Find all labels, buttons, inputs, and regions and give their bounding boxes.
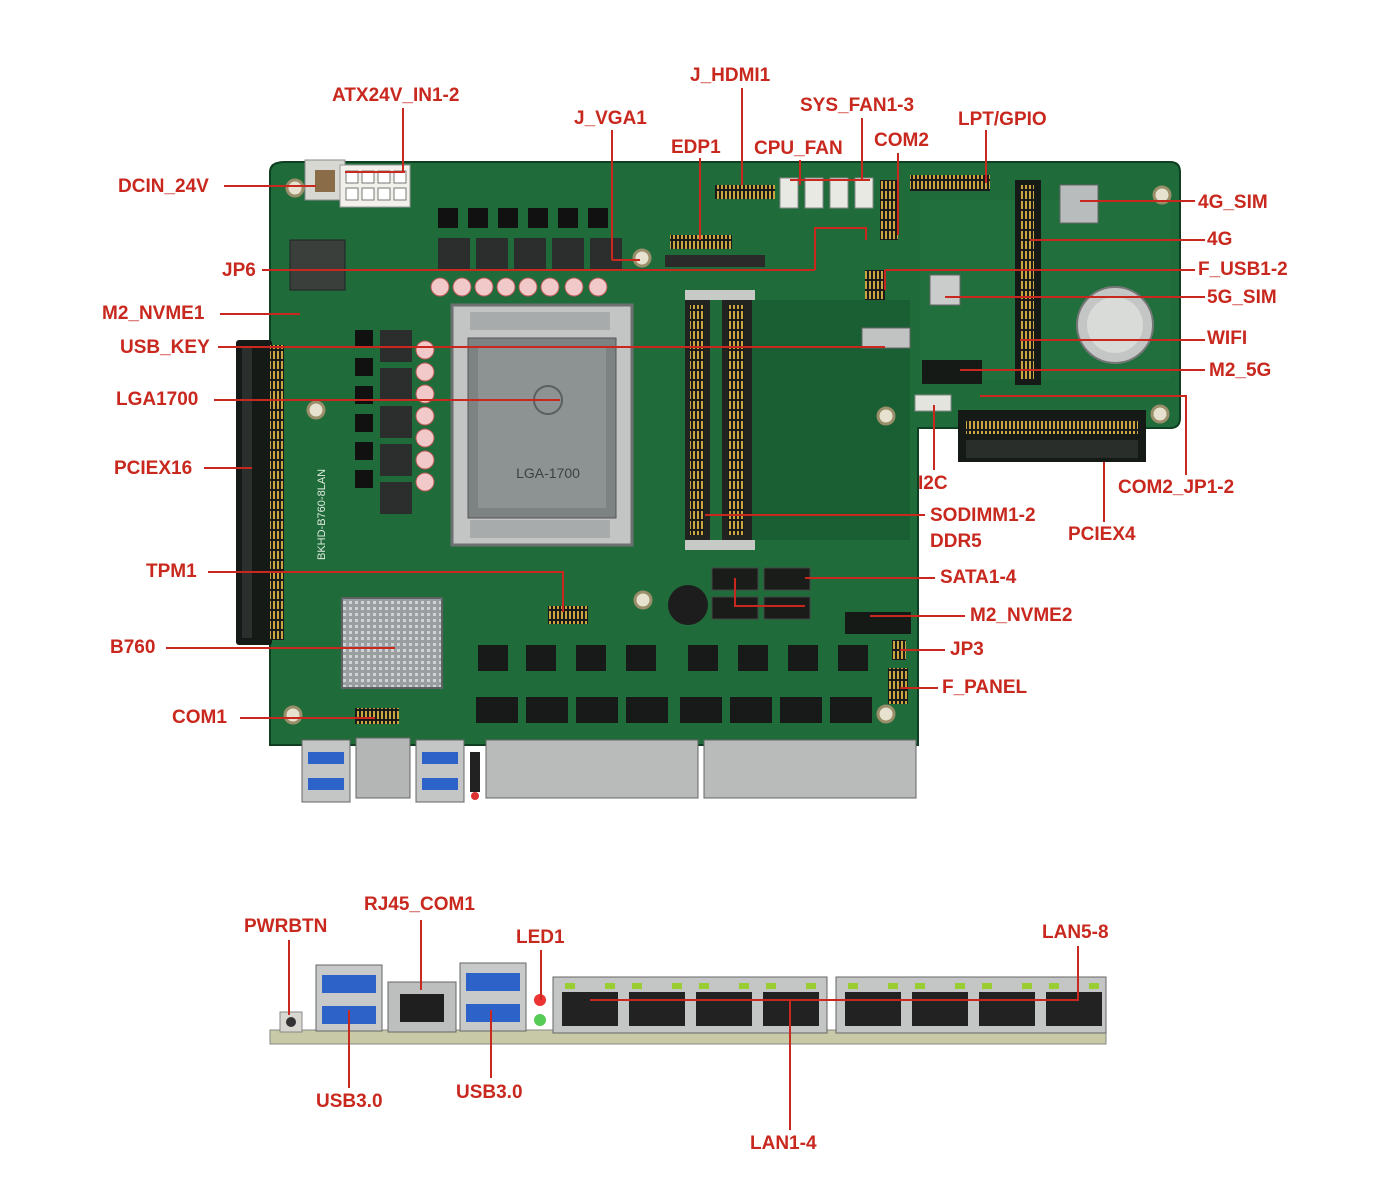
label-j-vga1: J_VGA1 [574, 108, 647, 129]
label-usb30-left: USB3.0 [316, 1091, 383, 1112]
buzzer [668, 585, 708, 625]
label-lga1700: LGA1700 [116, 389, 199, 410]
label-4g: 4G [1207, 229, 1233, 250]
label-atx24v-in: ATX24V_IN1-2 [332, 85, 460, 106]
silkscreen-socket: LGA-1700 [516, 465, 580, 481]
sata-connectors [711, 567, 811, 620]
label-sata: SATA1-4 [940, 567, 1017, 588]
label-led1: LED1 [516, 927, 565, 948]
pciex4-slot [958, 410, 1146, 462]
main-inductor [289, 239, 346, 291]
m2-nvme2-slot [845, 612, 911, 634]
rear-panel [269, 962, 1107, 1045]
label-m2-5g: M2_5G [1209, 360, 1272, 381]
label-edp1: EDP1 [671, 137, 721, 158]
vrm-row-top [438, 208, 622, 270]
label-m2-nvme2: M2_NVME2 [970, 605, 1073, 626]
lan-chips [476, 645, 872, 723]
usb-key-port [861, 327, 911, 349]
label-com2: COM2 [874, 130, 929, 151]
silkscreen-model: BKHD-B760-8LAN [316, 469, 328, 560]
label-5g-sim: 5G_SIM [1207, 287, 1277, 308]
label-dcin-24v: DCIN_24V [118, 176, 209, 197]
label-f-usb: F_USB1-2 [1198, 259, 1288, 280]
label-sodimm: SODIMM1-2 [930, 505, 1036, 526]
label-ddr5: DDR5 [930, 531, 982, 552]
capacitors-top [430, 277, 608, 297]
leader-lines [166, 88, 1205, 1130]
label-usb30-right: USB3.0 [456, 1082, 523, 1103]
com1-header [355, 708, 399, 724]
label-lan5-8: LAN5-8 [1042, 922, 1109, 943]
mounting-holes [283, 178, 1172, 725]
rear-io-top [301, 737, 917, 803]
label-j-hdmi1: J_HDMI1 [690, 65, 771, 86]
label-tpm1: TPM1 [146, 561, 197, 582]
chipset-heatsink [341, 597, 443, 689]
label-i2c: I2C [918, 473, 948, 494]
tpm-header [548, 606, 588, 624]
label-com2-jp: COM2_JP1-2 [1118, 477, 1235, 498]
label-cpu-fan: CPU_FAN [754, 138, 843, 159]
label-pwrbtn: PWRBTN [244, 916, 328, 937]
label-m2-nvme1: M2_NVME1 [102, 303, 205, 324]
label-rj45-com1: RJ45_COM1 [364, 894, 475, 915]
dc-jack [304, 159, 346, 201]
label-lpt-gpio: LPT/GPIO [958, 109, 1047, 130]
pciex16-slot [236, 340, 284, 645]
jp3-header [892, 640, 906, 660]
label-f-panel: F_PANEL [942, 677, 1028, 698]
label-sys-fan: SYS_FAN1-3 [800, 95, 915, 116]
label-jp6: JP6 [222, 260, 256, 281]
capacitors-left [415, 340, 435, 492]
label-com1: COM1 [172, 707, 227, 728]
label-pciex4: PCIEX4 [1068, 524, 1136, 545]
top-headers [665, 175, 990, 300]
label-b760: B760 [110, 637, 156, 658]
label-jp3: JP3 [950, 639, 984, 660]
label-4g-sim: 4G_SIM [1198, 192, 1268, 213]
label-wifi: WIFI [1207, 328, 1248, 349]
label-pciex16: PCIEX16 [114, 458, 193, 479]
sodimm-slots [685, 290, 755, 550]
label-lan1-4: LAN1-4 [750, 1133, 817, 1154]
label-usb-key: USB_KEY [120, 337, 210, 358]
cpu-socket [450, 303, 634, 547]
f-panel-header [888, 668, 908, 704]
